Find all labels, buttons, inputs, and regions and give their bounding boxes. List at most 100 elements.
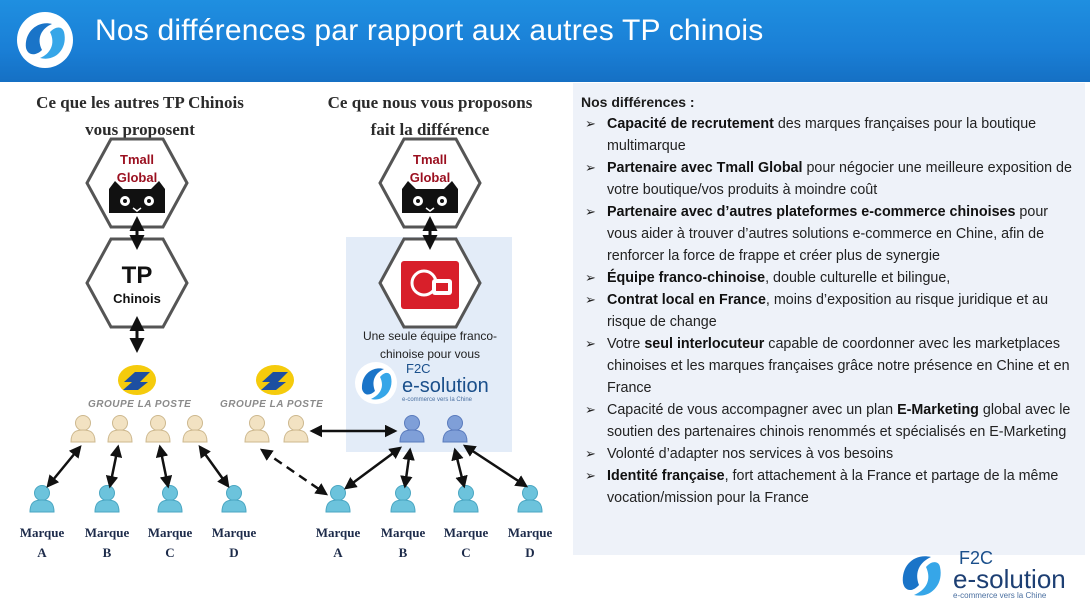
item-text: , moins d’exposition au risque juridique…	[607, 292, 1049, 330]
differences-list: ➢Capacité de recrutement des marques fra…	[579, 113, 1079, 509]
item-lead: Capacité de vous accompagner avec un pla…	[607, 402, 898, 418]
left-marque-a-line2: A	[37, 545, 47, 560]
arrow-lp1-marque-a	[46, 445, 82, 488]
item-text: global avec le soutien des partenaires c…	[607, 402, 1071, 440]
arrow-lp2-marque-b	[105, 444, 123, 489]
right-marque-person-d	[517, 485, 543, 513]
arrow-bullet-icon: ➢	[585, 292, 596, 307]
equipe-text: Une seule équipe franco- chinoise pour v…	[350, 327, 510, 363]
left-marque-a-line1: Marque	[19, 525, 65, 540]
arrow-bullet-icon: ➢	[585, 116, 596, 131]
item-bold: Équipe franco-chinoise	[607, 270, 766, 286]
item-bold: Partenaire avec Tmall Global	[607, 160, 803, 176]
groupe-la-poste-label-left: GROUPE LA POSTE	[88, 399, 192, 410]
item-lead: Votre	[607, 336, 645, 352]
left-marque-c-line1: Marque	[147, 525, 193, 540]
arrow-f2c-marque-a	[343, 446, 403, 490]
groupe-la-poste-label-right: GROUPE LA POSTE	[220, 399, 324, 410]
right-marque-person-b	[390, 485, 416, 513]
right-tmall-line1: Tmall	[413, 152, 447, 167]
list-item: ➢ Identité française, fort attachement à …	[579, 465, 1079, 509]
left-marque-b-line2: B	[102, 545, 112, 560]
equipe-line1: Une seule équipe franco-	[362, 329, 498, 343]
f2c-logo-icon	[17, 12, 73, 68]
right-marque-a-line1: Marque	[315, 525, 361, 540]
item-text: , double culturelle et bilingue,	[765, 270, 951, 286]
item-bold: E-Marketing	[897, 402, 979, 418]
right-marque-d-line1: Marque	[507, 525, 553, 540]
list-item: ➢ Contrat local en France, moins d’exposi…	[579, 289, 1079, 333]
laposte-person-3	[145, 415, 171, 443]
list-item: ➢Capacité de recrutement des marques fra…	[579, 113, 1079, 157]
right-tmall-cat-icon	[402, 181, 458, 213]
item-bold: Identité française	[607, 468, 725, 484]
arrow-f2c-marque-b	[400, 447, 415, 489]
left-tmall-line2: Global	[116, 170, 158, 185]
left-marque-person-c	[157, 485, 183, 513]
left-marque-d-line2: D	[229, 545, 239, 560]
f2c-small-logo-icon	[355, 362, 397, 404]
list-item: ➢Votre seul interlocuteur capable de coo…	[579, 333, 1079, 399]
list-item: ➢Partenaire avec d’autres plateformes e-…	[579, 201, 1079, 267]
arrow-bullet-icon: ➢	[585, 160, 596, 175]
tp-chinois-label: TP Chinois	[97, 262, 177, 308]
laposte-person-5	[244, 415, 270, 443]
differences-panel: Nos différences : ➢Capacité de recruteme…	[573, 83, 1085, 555]
arrow-bullet-icon: ➢	[585, 336, 596, 351]
list-item: ➢ Capacité de vous accompagner avec un pl…	[579, 399, 1079, 443]
item-text: capable de coordonner avec les marketpla…	[607, 336, 1070, 396]
arrow-lp4-marque-d	[198, 444, 230, 489]
arrow-f2c-marque-c	[451, 447, 468, 489]
list-item: ➢ Équipe franco-chinoise, double culturel…	[579, 267, 1079, 289]
tp-label: TP	[121, 262, 153, 289]
laposte-person-6	[283, 415, 309, 443]
item-text: , fort attachement à la France et partag…	[607, 468, 1059, 506]
right-marque-person-c	[453, 485, 479, 513]
chinois-label: Chinois	[113, 291, 161, 306]
right-marque-person-a	[325, 485, 351, 513]
left-title-line2: vous proposent	[85, 120, 195, 139]
arrow-f2c-marque-d	[462, 444, 529, 488]
f2c-footer-esolution: e-solution	[953, 564, 1066, 594]
la-poste-logo-right	[256, 365, 294, 395]
page-title: Nos différences par rapport aux autres T…	[95, 14, 764, 47]
left-tmall-line1: Tmall	[120, 152, 154, 167]
middle-column-title: Ce que nous vous proposons fait la diffé…	[300, 89, 560, 143]
arrow-laposte-marque-a-dashed	[259, 448, 329, 496]
left-column-title: Ce que les autres TP Chinois vous propos…	[10, 89, 270, 143]
f2c-small-esolution: e-solution	[402, 375, 489, 397]
left-marque-b-line1: Marque	[84, 525, 130, 540]
arrow-lp3-marque-c	[155, 444, 173, 489]
middle-title-line1: Ce que nous vous proposons	[327, 93, 533, 112]
f2c-person-1	[399, 415, 425, 443]
f2c-person-2	[442, 415, 468, 443]
left-marque-person-b	[94, 485, 120, 513]
laposte-person-2	[107, 415, 133, 443]
f2c-small-tagline: e-commerce vers la Chine	[402, 397, 473, 403]
arrow-bullet-icon: ➢	[585, 468, 596, 483]
laposte-person-4	[182, 415, 208, 443]
f2c-footer-brand: F2C e-solution e-commerce vers la Chine	[953, 549, 1083, 601]
laposte-person-1	[70, 415, 96, 443]
header-banner: Nos différences par rapport aux autres T…	[0, 0, 1090, 82]
f2c-small-name: F2C	[406, 361, 431, 376]
middle-title-line2: fait la différence	[370, 120, 490, 139]
right-tmall-line2: Global	[409, 170, 451, 185]
item-bold: Partenaire avec d’autres plateformes e-c…	[607, 204, 1016, 220]
left-marque-c-line2: C	[165, 545, 175, 560]
arrow-bullet-icon: ➢	[585, 402, 596, 417]
arrow-bullet-icon: ➢	[585, 270, 596, 285]
right-marque-a-line2: A	[333, 545, 343, 560]
left-marque-person-a	[29, 485, 55, 513]
equipe-line2: chinoise pour vous	[379, 347, 481, 361]
item-bold: Capacité de recrutement	[607, 116, 774, 132]
right-marque-b-line2: B	[398, 545, 408, 560]
item-bold: Contrat local en France	[607, 292, 766, 308]
